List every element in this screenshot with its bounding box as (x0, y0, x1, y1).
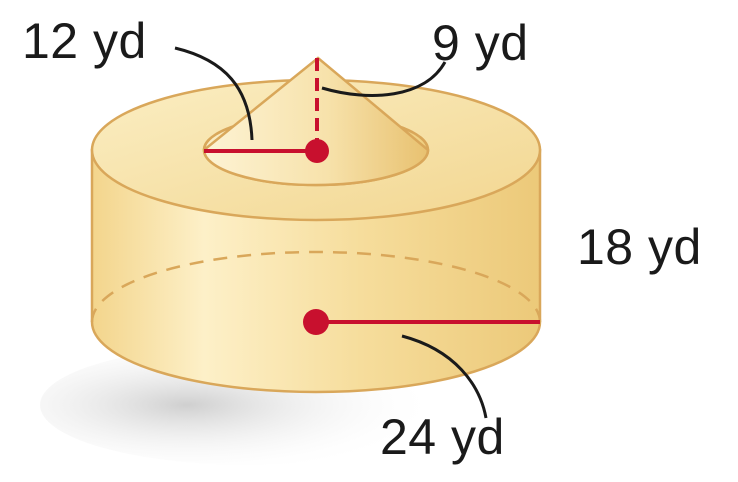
leader-line-cylinder-radius (401, 334, 488, 419)
leader-line-cone-radius (174, 46, 254, 141)
leader-line-cone-height (321, 61, 447, 97)
cylinder-radius-label: 24 yd (380, 409, 505, 465)
cone-height-label: 9 yd (432, 15, 529, 71)
cylinder-center-point (303, 309, 329, 335)
cylinder-bottom-hidden-edge (90, 250, 542, 323)
cone-center-point (305, 139, 329, 163)
cone-radius-label: 12 yd (22, 13, 147, 69)
cylinder-height-label: 18 yd (577, 219, 702, 275)
